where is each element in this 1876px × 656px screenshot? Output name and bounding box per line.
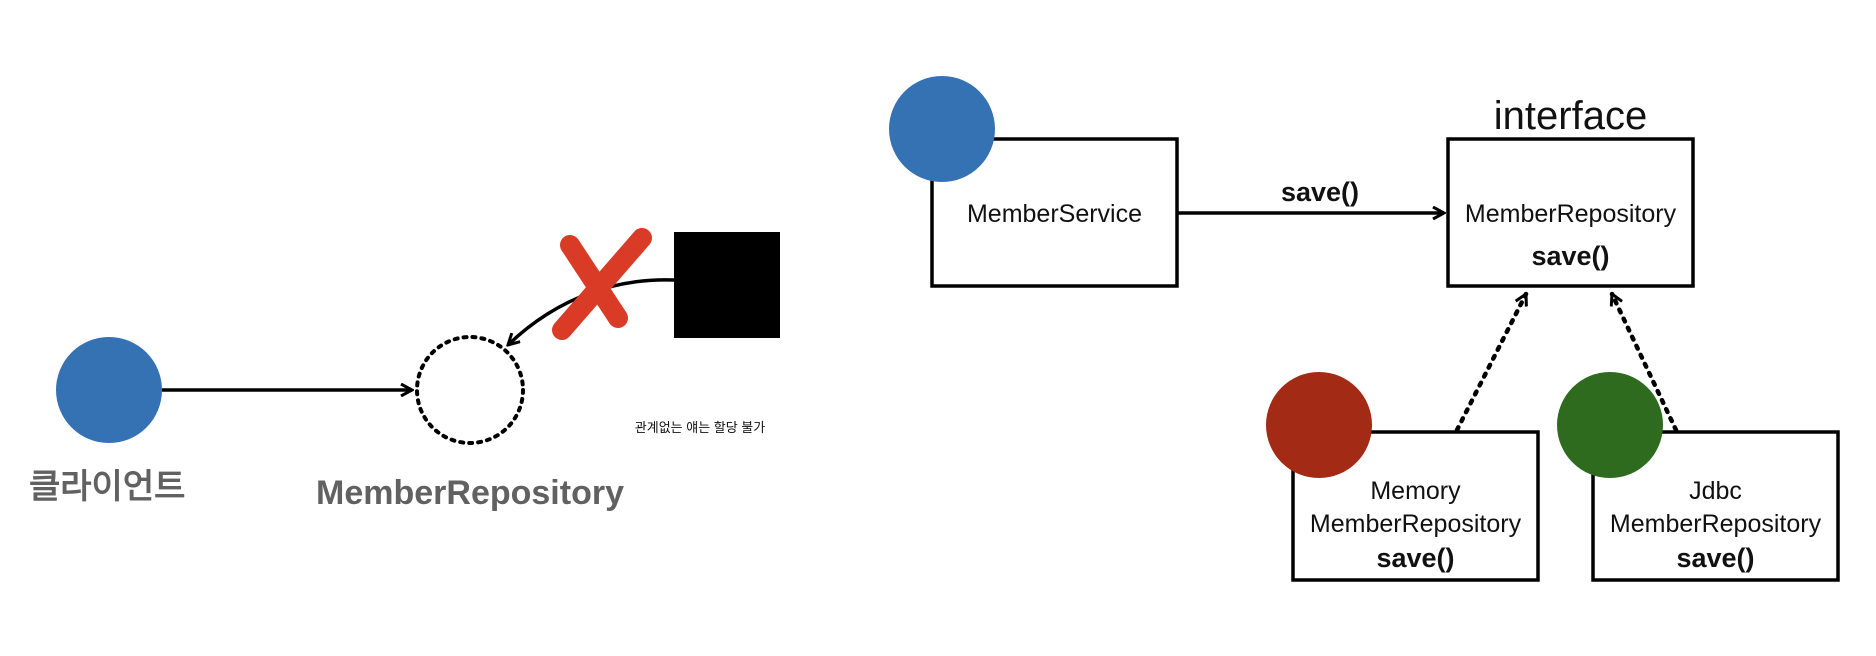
repository-interface-method: save() [1531, 241, 1610, 271]
jdbc-repository-method: save() [1676, 543, 1755, 573]
save-call-label: save() [1280, 177, 1360, 207]
repo-label: MemberRepository [316, 474, 624, 512]
jdbc-implements-arrow [1609, 294, 1679, 433]
repository-interface-box [1446, 137, 1695, 288]
client-label: 클라이언트 [29, 468, 186, 506]
memory-repository-method: save() [1376, 543, 1455, 573]
unrelated-object-square [674, 232, 780, 338]
repository-interface-name: MemberRepository [1464, 200, 1677, 228]
memory-repository-node [1266, 372, 1372, 478]
unassignable-note: 관계없는 얘는 할당 불가 [634, 420, 766, 435]
memory-repository-line2: MemberRepository [1309, 510, 1522, 538]
member-service-label: MemberService [966, 200, 1143, 228]
jdbc-repository-node [1557, 372, 1663, 478]
client-node [56, 337, 162, 443]
jdbc-repository-line1: Jdbc [1689, 477, 1742, 505]
interface-label: interface [1493, 94, 1648, 138]
repo-placeholder-dotted-circle [415, 335, 525, 445]
cross-mark-icon [552, 228, 652, 340]
memory-implements-arrow [1454, 294, 1529, 433]
jdbc-repository-line2: MemberRepository [1609, 510, 1822, 538]
member-service-node [889, 76, 995, 182]
memory-repository-line1: Memory [1370, 477, 1461, 505]
